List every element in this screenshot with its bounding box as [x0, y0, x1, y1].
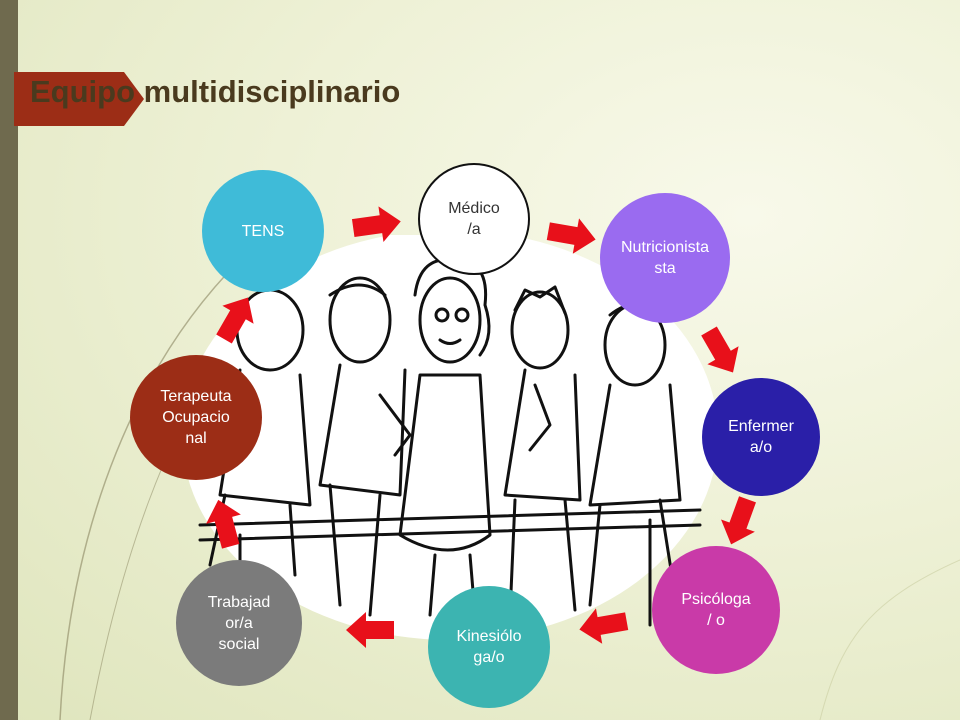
node-medico: Médico /a — [418, 163, 530, 275]
node-psicologa: Psicóloga / o — [652, 546, 780, 674]
node-kinesiologa-label: Kinesiólo ga/o — [456, 628, 522, 666]
node-kinesiologa: Kinesiólo ga/o — [428, 586, 550, 708]
title-tab-shape — [14, 72, 144, 126]
node-tens-label: TENS — [241, 222, 285, 240]
node-nutricionista: Nutricionista sta — [600, 193, 730, 323]
node-enfermera: Enfermer a/o — [702, 378, 820, 496]
node-enfermera-label: Enfermer a/o — [728, 418, 794, 456]
node-trabajadora-label: Trabajad or/a social — [207, 593, 271, 653]
node-terapeuta: Terapeuta Ocupacio nal — [130, 355, 262, 480]
node-tens: TENS — [202, 170, 324, 292]
node-nutricionista-label: Nutricionista sta — [620, 239, 710, 277]
node-medico-label: Médico /a — [448, 200, 500, 238]
node-trabajadora: Trabajad or/a social — [176, 560, 302, 686]
left-accent-bar — [0, 0, 18, 720]
slide-title: Equipo multidisciplinario — [30, 74, 401, 109]
node-psicologa-label: Psicóloga / o — [681, 591, 751, 629]
node-terapeuta-label: Terapeuta Ocupacio nal — [160, 388, 232, 447]
